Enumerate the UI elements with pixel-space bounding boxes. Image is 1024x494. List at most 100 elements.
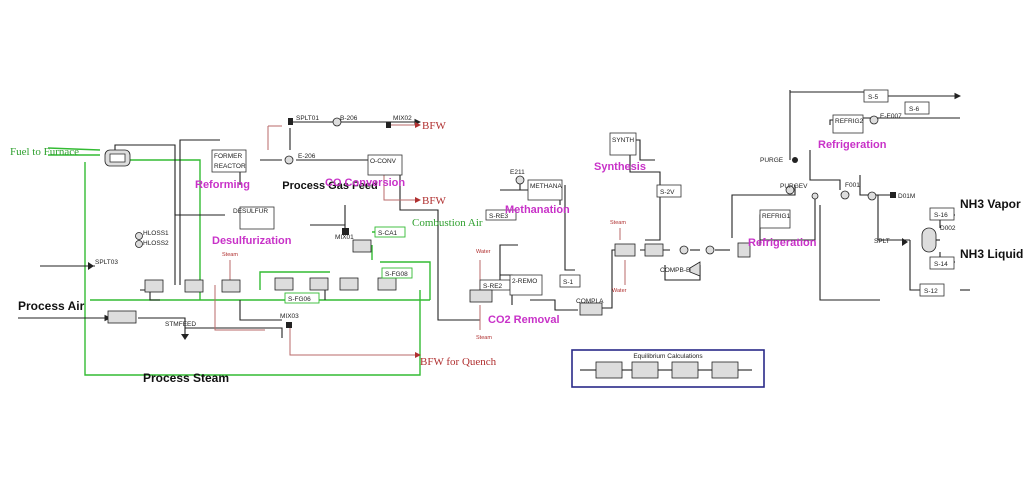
methana-block[interactable]: METHANA: [527, 179, 562, 201]
fuel-label-line1: Fuel to Furnace: [10, 146, 79, 158]
fuel-gas-streams: [47, 147, 431, 376]
steam-3-label: Steam: [610, 220, 626, 226]
s-re2-label: S-RE2: [483, 283, 503, 290]
d01m-block[interactable]: D01M: [890, 192, 915, 200]
coconv-label: O-CONV: [370, 158, 397, 165]
air-compressor[interactable]: [107, 310, 137, 324]
splt01-block[interactable]: SPLT01: [288, 115, 319, 125]
b206-label: B-206: [340, 115, 358, 122]
e007-block[interactable]: E-E007: [869, 113, 902, 125]
s-5-stream[interactable]: S-5: [863, 89, 889, 103]
synthesis-exchangers[interactable]: [614, 242, 751, 258]
bfw-mid-label: BFW: [422, 195, 446, 207]
reactor-tag: REACTOR: [214, 163, 246, 170]
equilibrium-calculations-label: Equilibrium Calculations: [633, 353, 703, 360]
s2v-label: S-2V: [660, 189, 675, 196]
purge-block[interactable]: PURGE: [760, 157, 798, 164]
s16-label: S-16: [934, 212, 948, 219]
stmfeed-label: STMFEED: [165, 321, 196, 328]
s1-label: S-1: [563, 279, 574, 286]
s-12-stream[interactable]: S-12: [919, 283, 945, 297]
stmfeed-block[interactable]: STMFEED: [165, 321, 196, 340]
refrig1-block[interactable]: REFRIG1: [759, 209, 791, 229]
mix03-block[interactable]: MIX03: [280, 313, 299, 328]
mix01-label: MIX01: [335, 234, 354, 241]
desulfurization-label: Desulfurization: [212, 235, 292, 247]
process-air-label: Process Air: [18, 299, 85, 313]
e211-block[interactable]: E211: [510, 169, 525, 185]
s-6-stream[interactable]: S-6: [904, 101, 930, 115]
d01m-label: D01M: [898, 193, 915, 200]
s-fg06-stream[interactable]: S-FG06: [284, 292, 320, 304]
water-1-label: Water: [476, 249, 491, 255]
methana-label: METHANA: [530, 183, 562, 190]
d002-flash-drum[interactable]: D002: [921, 225, 956, 253]
synthesis-label: Synthesis: [594, 161, 646, 173]
refrigeration-mid-label: Refrigeration: [748, 237, 817, 249]
s-re3-label: S-RE3: [489, 213, 509, 220]
steam-2-label: Steam: [476, 335, 492, 341]
nh3-liquid-label: NH3 Liquid: [960, 247, 1023, 261]
co-conversion-block[interactable]: O-CONV: [367, 154, 403, 176]
mix02-block[interactable]: MIX02: [386, 115, 412, 128]
nh3-vapor-label: NH3 Vapor: [960, 197, 1021, 211]
reformer-label: FORMER: [214, 153, 242, 160]
process-steam-label: Process Steam: [143, 371, 229, 385]
water-2-label: Water: [612, 288, 627, 294]
desulfur-block[interactable]: DESULFUR: [233, 206, 275, 230]
compb-block[interactable]: COMPB-B: [660, 261, 701, 277]
s-2v-stream[interactable]: S-2V: [656, 184, 682, 198]
reformer-block[interactable]: FORMER REACTOR: [211, 149, 247, 173]
process-gas-feed-label: Process Gas Feed: [282, 180, 377, 192]
d002-label: D002: [940, 225, 956, 232]
furnace-block[interactable]: [104, 149, 131, 167]
purgev-block[interactable]: PURGEV: [780, 183, 808, 195]
e007-label: E-E007: [880, 113, 902, 120]
splt03-label: SPLT03: [95, 259, 118, 266]
purgev-label: PURGEV: [780, 183, 808, 190]
splt-label: SPLT: [874, 238, 890, 245]
splt-block[interactable]: SPLT: [874, 238, 908, 246]
equilibrium-calculations-panel[interactable]: Equilibrium Calculations: [571, 349, 765, 388]
s-ca1-stream[interactable]: S-CA1: [374, 226, 406, 238]
f001-block[interactable]: F001: [840, 182, 860, 200]
steam-1-label: Steam: [222, 252, 238, 258]
methanation-label: Methanation: [505, 204, 570, 216]
desulfur-label: DESULFUR: [233, 208, 268, 215]
refrigeration-top-label: Refrigeration: [818, 139, 887, 151]
refrig2-block[interactable]: REFRIG2: [832, 114, 864, 134]
mix01-block[interactable]: MIX01: [335, 228, 354, 241]
compla-block[interactable]: COMPLA: [576, 298, 604, 316]
s-re3-stream[interactable]: S-RE3: [485, 209, 517, 221]
s-16-stream[interactable]: S-16: [929, 207, 955, 221]
heat-exchanger-train[interactable]: [144, 239, 397, 293]
co2-remover-block[interactable]: 2-REMO: [509, 274, 543, 296]
synth-block[interactable]: SYNTH: [609, 132, 637, 156]
s-ca1-label: S-CA1: [378, 230, 398, 237]
b206-block[interactable]: B-206: [332, 115, 358, 127]
e211-label: E211: [510, 169, 525, 176]
s14-label: S-14: [934, 261, 948, 268]
bfw-top-label: BFW: [422, 120, 446, 132]
s6-label: S-6: [909, 106, 920, 113]
remo-label: 2-REMO: [512, 278, 537, 285]
s-fg08-stream[interactable]: S-FG08: [381, 267, 413, 279]
splt03-block[interactable]: SPLT03: [88, 259, 118, 270]
co2-removal-label: CO2 Removal: [488, 314, 560, 326]
valve-block[interactable]: [811, 191, 877, 201]
synth-label: SYNTH: [612, 137, 634, 144]
refrig2-label: REFRIG2: [835, 118, 864, 125]
s-1-stream[interactable]: S-1: [559, 274, 581, 288]
s-fg08-label: S-FG08: [385, 271, 408, 278]
s-14-stream[interactable]: S-14: [929, 256, 955, 270]
hloss1-label: HLOSS1: [143, 230, 169, 237]
bfw-quench-label: BFW for Quench: [420, 356, 497, 368]
reforming-label: Reforming: [195, 179, 250, 191]
hloss-blocks[interactable]: HLOSS1 HLOSS2: [135, 230, 170, 248]
co2-absorber[interactable]: [469, 289, 493, 303]
s-re2-stream[interactable]: S-RE2: [479, 279, 511, 291]
compb-label: COMPB-B: [660, 267, 690, 274]
mix02-label: MIX02: [393, 115, 412, 122]
e205-label: E-206: [298, 153, 316, 160]
e205-block[interactable]: E-206: [284, 153, 316, 165]
